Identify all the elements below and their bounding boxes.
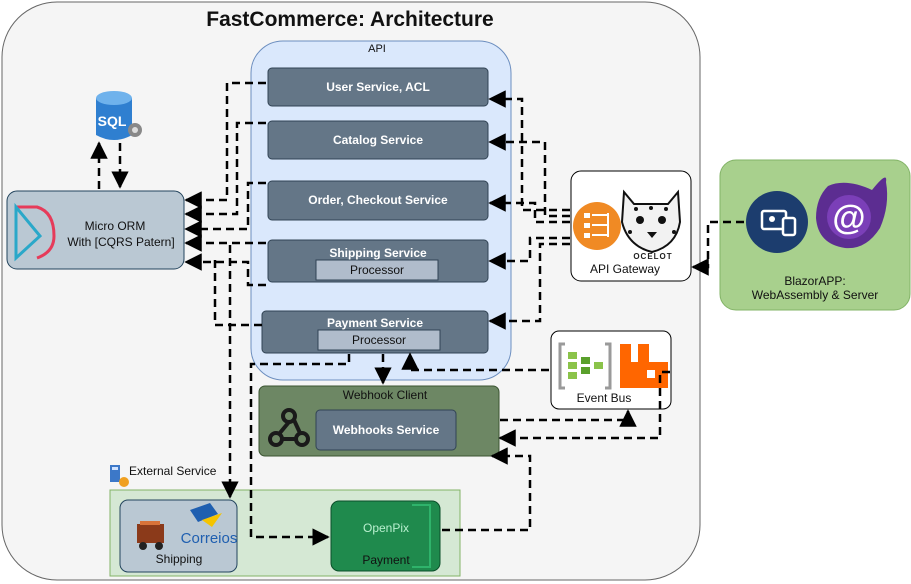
ocelot-cat-icon <box>620 189 682 254</box>
shipping-processor-label: Processor <box>350 263 404 277</box>
openpix-logo-text: OpenPix <box>363 521 409 535</box>
webhook-client-label: Webhook Client <box>343 388 428 402</box>
catalog-service-box <box>267 120 489 160</box>
payment-provider-box <box>330 500 441 572</box>
payment-processor-label: Processor <box>352 333 406 347</box>
rabbitmq-icon <box>620 344 668 388</box>
webhooks-service-box <box>315 409 457 451</box>
ocelot-logo-text: OCELOT <box>633 252 672 261</box>
user-service-box <box>267 67 489 107</box>
webhook-icon <box>268 408 310 447</box>
load-balancer-icon <box>573 202 621 250</box>
payment-service-label: Payment Service <box>327 316 423 330</box>
delivery-truck-icon <box>137 521 164 550</box>
blazor-label-line1: BlazorAPP: <box>784 274 845 288</box>
api-label: API <box>368 43 386 55</box>
diagram-title: FastCommerce: Architecture <box>206 8 493 31</box>
api-gateway-label: API Gateway <box>590 262 660 276</box>
shipping-service-label: Shipping Service <box>329 246 427 260</box>
blazor-logo-icon: @ <box>816 177 888 249</box>
user-service-label: User Service, ACL <box>326 80 430 94</box>
webhooks-service-label: Webhooks Service <box>333 423 440 437</box>
shipping-provider-label: Shipping <box>156 552 203 566</box>
payment-provider-label: Payment <box>362 553 410 567</box>
shipping-processor-box <box>315 259 439 281</box>
blazor-label-line2: WebAssembly & Server <box>752 288 879 302</box>
orm-logo-icon <box>14 202 56 262</box>
order-service-label: Order, Checkout Service <box>308 193 448 207</box>
external-service-label: External Service <box>129 464 217 478</box>
orm-label-line2: With [CQRS Patern] <box>67 235 174 249</box>
payment-processor-box <box>317 329 441 351</box>
svg-text:@: @ <box>832 199 865 237</box>
sql-icon-text: SQL <box>98 113 127 129</box>
openpix-chevron-decoration <box>412 504 431 568</box>
connectors <box>90 81 744 546</box>
sql-database-icon: SQL <box>96 91 142 140</box>
correios-logo-text: Correios <box>181 530 238 547</box>
correios-logo-icon <box>190 503 222 527</box>
external-service-icon <box>110 465 129 487</box>
event-bus-label: Event Bus <box>577 391 632 405</box>
responsive-device-icon <box>746 191 808 253</box>
orm-label-line1: Micro ORM <box>85 219 146 233</box>
catalog-service-label: Catalog Service <box>333 133 423 147</box>
azure-service-bus-icon <box>558 342 612 390</box>
order-service-box <box>267 180 489 221</box>
